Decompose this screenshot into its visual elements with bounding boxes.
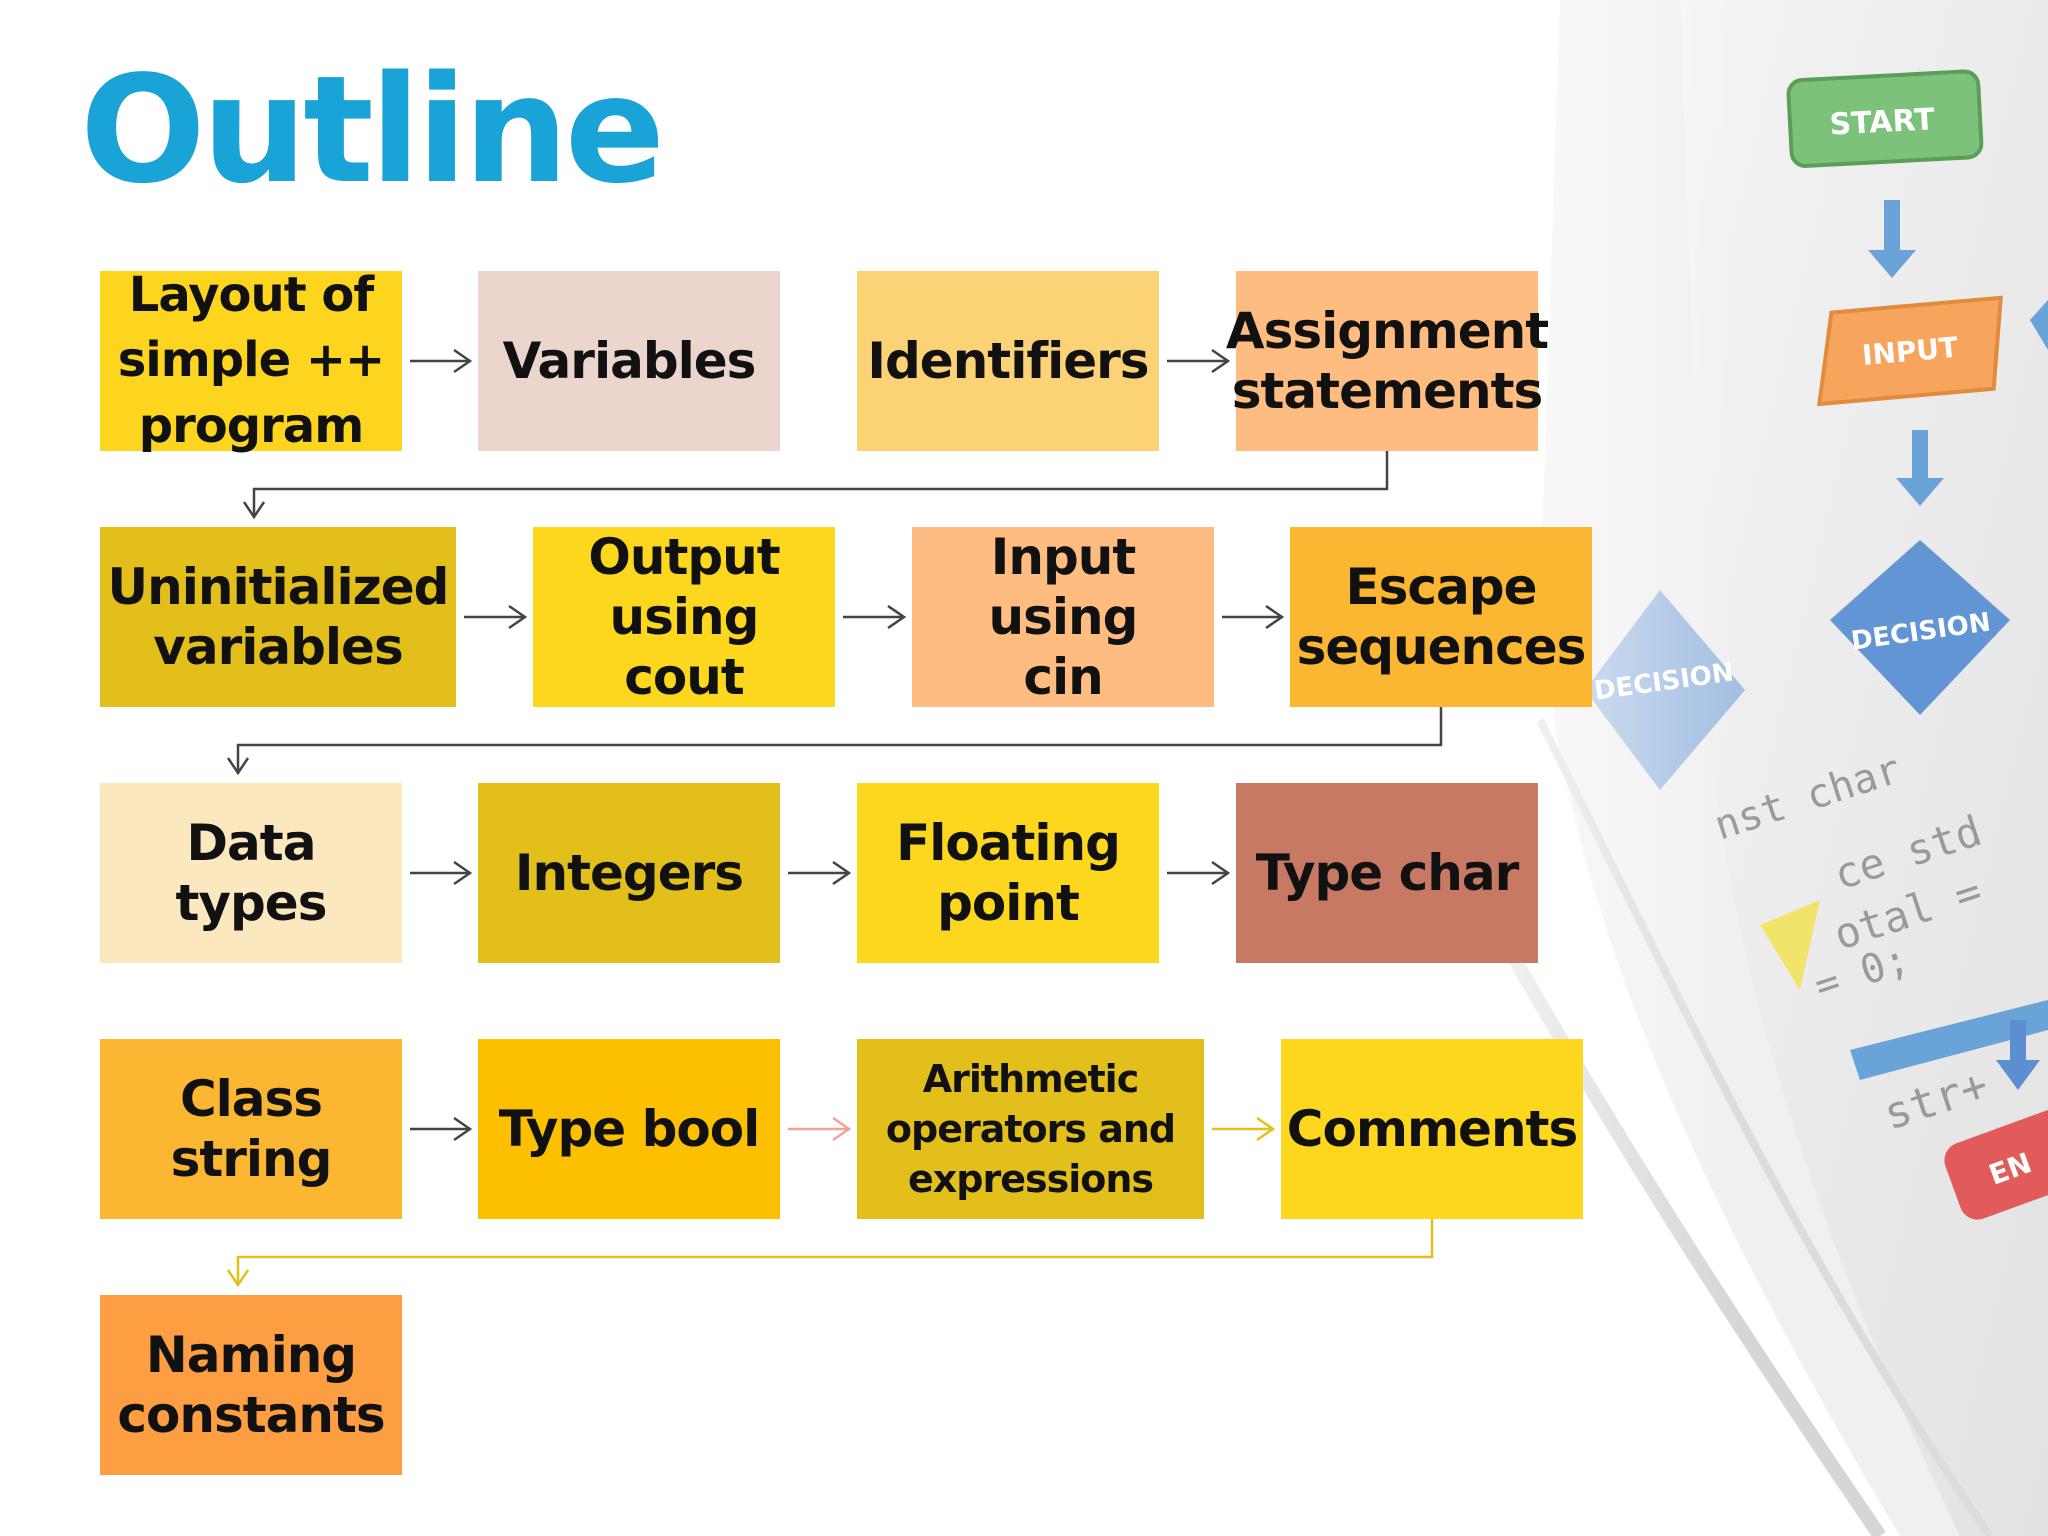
- svg-text:START: START: [1829, 102, 1936, 142]
- node-typechar: Type char: [1236, 783, 1538, 963]
- node-typebool: Type bool: [478, 1039, 780, 1219]
- node-output: Output using cout: [533, 527, 835, 707]
- node-layout: Layout of simple ++ program: [100, 271, 402, 451]
- node-arithmetic: Arithmetic operators and expressions: [857, 1039, 1204, 1219]
- node-escape: Escape sequences: [1290, 527, 1592, 707]
- node-identifiers: Identifiers: [857, 271, 1159, 451]
- node-naming: Naming constants: [100, 1295, 402, 1475]
- node-floating: Floating point: [857, 783, 1159, 963]
- node-input: Input using cin: [912, 527, 1214, 707]
- node-integers: Integers: [478, 783, 780, 963]
- node-comments: Comments: [1281, 1039, 1583, 1219]
- node-variables: Variables: [478, 271, 780, 451]
- input-node-art: INPUT: [1811, 298, 2008, 404]
- node-uninitialized: Uninitialized variables: [100, 527, 456, 707]
- start-node-art: START: [1788, 71, 1982, 167]
- page-title: Outline: [80, 56, 661, 204]
- node-assignment: Assignment statements: [1236, 271, 1538, 451]
- node-classstring: Class string: [100, 1039, 402, 1219]
- node-datatypes: Data types: [100, 783, 402, 963]
